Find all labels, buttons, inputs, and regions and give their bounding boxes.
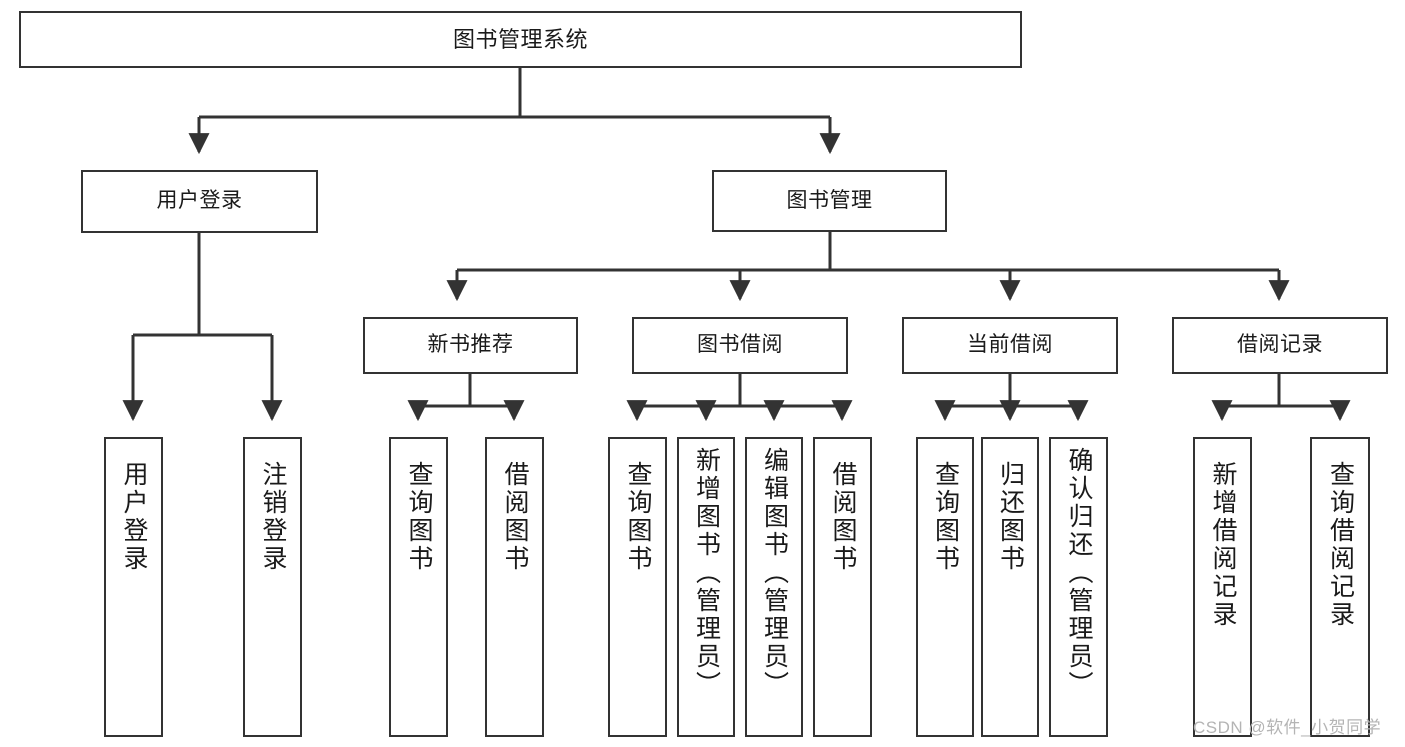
- node-new-book-recommend[interactable]: 新书推荐: [363, 317, 578, 374]
- leaf-book-borrow-borrow-book[interactable]: 借阅图书: [813, 437, 872, 737]
- node-label: 图书管理: [786, 188, 873, 212]
- node-user-login[interactable]: 用户登录: [81, 170, 318, 233]
- leaf-book-borrow-edit-book-admin[interactable]: 编辑图书（管理员）: [745, 437, 803, 737]
- leaf-borrow-record-add-record[interactable]: 新增借阅记录: [1193, 437, 1252, 737]
- node-root-book-management-system[interactable]: 图书管理系统: [19, 11, 1022, 68]
- node-label: 查询图书: [624, 461, 652, 573]
- node-label: 确认归还（管理员）: [1065, 447, 1093, 699]
- node-label: 编辑图书（管理员）: [760, 447, 789, 699]
- node-label: 图书借阅: [697, 333, 783, 357]
- node-label: 用户登录: [120, 461, 148, 573]
- node-borrow-record[interactable]: 借阅记录: [1172, 317, 1388, 374]
- node-label: 新书推荐: [427, 333, 514, 357]
- node-label: 查询图书: [931, 461, 960, 573]
- node-label: 查询图书: [405, 461, 433, 573]
- csdn-watermark: CSDN @软件_小贺同学: [1193, 718, 1382, 737]
- node-label: 新增借阅记录: [1209, 461, 1237, 629]
- leaf-user-login-logout[interactable]: 注销登录: [243, 437, 302, 737]
- node-label: 新增图书（管理员）: [692, 447, 721, 699]
- node-current-borrow[interactable]: 当前借阅: [902, 317, 1118, 374]
- node-label: 用户登录: [156, 189, 243, 213]
- leaf-current-borrow-confirm-return-admin[interactable]: 确认归还（管理员）: [1049, 437, 1108, 737]
- node-label: 归还图书: [996, 461, 1025, 573]
- leaf-current-borrow-return-book[interactable]: 归还图书: [981, 437, 1039, 737]
- node-book-borrow[interactable]: 图书借阅: [632, 317, 848, 374]
- node-label: 图书管理系统: [452, 26, 588, 52]
- node-label: 当前借阅: [967, 333, 1053, 357]
- node-book-management[interactable]: 图书管理: [712, 170, 947, 232]
- leaf-borrow-record-query-record[interactable]: 查询借阅记录: [1310, 437, 1370, 737]
- leaf-new-book-borrow-book[interactable]: 借阅图书: [485, 437, 544, 737]
- leaf-book-borrow-add-book-admin[interactable]: 新增图书（管理员）: [677, 437, 735, 737]
- leaf-book-borrow-query-book[interactable]: 查询图书: [608, 437, 667, 737]
- node-label: 注销登录: [259, 461, 287, 573]
- node-label: 借阅图书: [501, 461, 529, 573]
- node-label: 借阅记录: [1237, 333, 1323, 357]
- node-label: 查询借阅记录: [1326, 461, 1355, 629]
- leaf-new-book-query-book[interactable]: 查询图书: [389, 437, 448, 737]
- node-label: 借阅图书: [829, 461, 857, 573]
- leaf-current-borrow-query-book[interactable]: 查询图书: [916, 437, 974, 737]
- leaf-user-login-login[interactable]: 用户登录: [104, 437, 163, 737]
